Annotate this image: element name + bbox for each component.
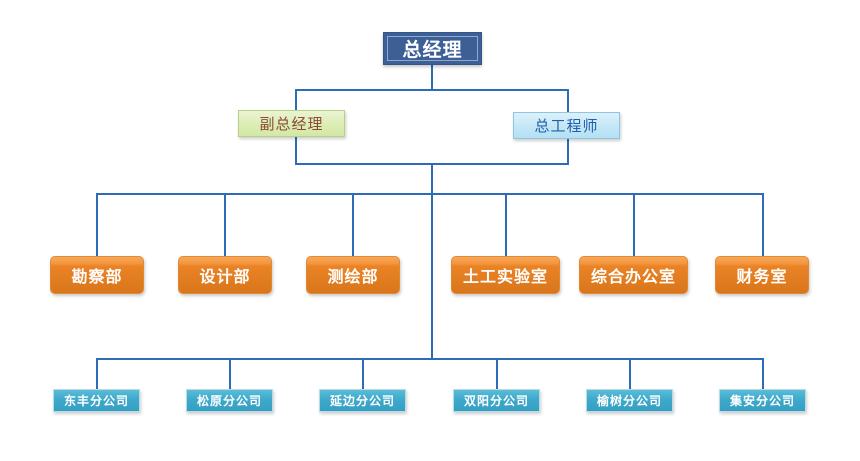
connector-branch-drop-2 <box>229 358 231 389</box>
node-department-design[interactable]: 设计部 <box>178 256 272 294</box>
connector-dept-drop-5 <box>633 193 635 256</box>
node-department-survey[interactable]: 勘察部 <box>50 256 144 294</box>
node-department-mapping[interactable]: 测绘部 <box>306 256 400 294</box>
node-chief-engineer[interactable]: 总工程师 <box>513 112 620 139</box>
connector-dept-drop-2 <box>224 193 226 256</box>
node-department-finance-office[interactable]: 财务室 <box>715 256 809 294</box>
connector-dept-drop-1 <box>96 193 98 256</box>
node-branch-shuangyang[interactable]: 双阳分公司 <box>453 389 540 412</box>
connector-dept-drop-6 <box>762 193 764 256</box>
connector-branch-drop-4 <box>496 358 498 389</box>
connector-branch-bar <box>96 358 764 360</box>
node-branch-dongfeng[interactable]: 东丰分公司 <box>53 389 140 412</box>
connector-dept-drop-3 <box>352 193 354 256</box>
connector-branch-drop-1 <box>96 358 98 389</box>
connector-branch-drop-3 <box>362 358 364 389</box>
connector-ceo-down <box>431 64 433 90</box>
connector-branch-drop-5 <box>629 358 631 389</box>
connector-department-bar <box>96 193 764 195</box>
connector-branch-drop-6 <box>762 358 764 389</box>
node-deputy-general-manager[interactable]: 副总经理 <box>238 110 345 137</box>
node-branch-songyuan[interactable]: 松原分公司 <box>186 389 273 412</box>
connector-main-trunk <box>431 163 433 359</box>
connector-level2-bar <box>295 89 569 91</box>
connector-dept-drop-4 <box>505 193 507 256</box>
node-branch-yanbian[interactable]: 延边分公司 <box>319 389 406 412</box>
node-general-manager[interactable]: 总经理 <box>383 32 482 65</box>
node-branch-yushu[interactable]: 榆树分公司 <box>586 389 673 412</box>
node-general-manager-label: 总经理 <box>387 36 478 61</box>
node-branch-jian[interactable]: 集安分公司 <box>719 389 806 412</box>
node-department-general-office[interactable]: 综合办公室 <box>579 256 688 294</box>
node-department-geotechnical-lab[interactable]: 土工实验室 <box>451 256 560 294</box>
